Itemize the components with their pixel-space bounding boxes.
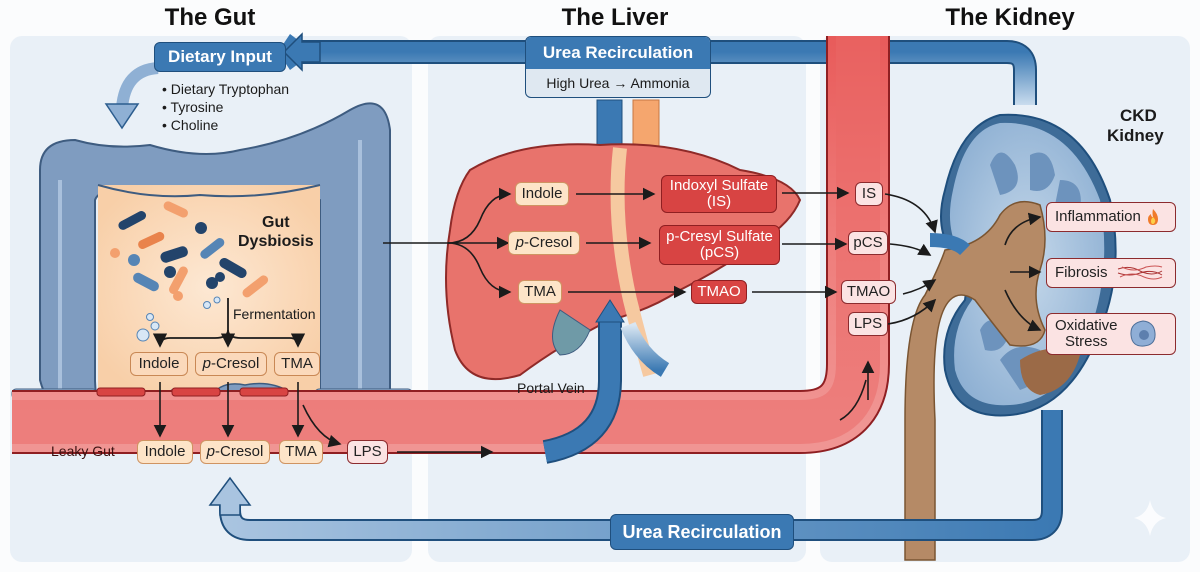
cell-icon — [1130, 320, 1156, 347]
blood-metabolite-p-cresol: p-Cresol — [200, 440, 270, 464]
dietary-arrowhead — [104, 103, 140, 130]
blood-vessel — [12, 36, 890, 454]
gut-metabolite-indole: Indole — [130, 352, 188, 376]
sparkle-icon — [1134, 500, 1166, 536]
urea-recirculation-top: Urea Recirculation High Urea → Ammonia — [525, 36, 711, 98]
liver-product-indoxyl-sulfate: Indoxyl Sulfate(IS) — [661, 175, 777, 213]
blood-metabolite-tma: TMA — [279, 440, 323, 464]
gut-dysbiosis-label-line2: Dysbiosis — [238, 233, 314, 250]
kidney-toxin-pcs: pCS — [848, 231, 888, 255]
liver-product-p-cresyl-sulfate: p-Cresyl Sulfate(pCS) — [659, 225, 780, 265]
leaky-gut-arrows — [153, 382, 494, 459]
fermentation-arrows — [152, 298, 306, 348]
ckd-kidney-label-line1: CKD — [1120, 106, 1157, 125]
ckd-kidney-label-line2: Kidney — [1107, 126, 1164, 145]
effect-inflammation: Inflammation — [1046, 202, 1176, 232]
leaky-gut-label: Leaky Gut — [51, 443, 115, 459]
dietary-item: • Dietary Tryptophan — [162, 81, 290, 97]
gut-title: The Gut — [164, 4, 256, 31]
liver-product-tmao: TMAO — [691, 280, 747, 304]
gut-metabolite-tma: TMA — [274, 352, 320, 376]
portal-vein — [542, 299, 670, 464]
kidney-toxin-is: IS — [855, 182, 883, 206]
urea-recirculation-top-pipe — [278, 32, 1037, 105]
kidney-arrows — [839, 193, 1042, 421]
fibers-icon — [1117, 265, 1162, 280]
blood-toxin-lps: LPS — [347, 440, 388, 464]
dietary-curved-arrow — [116, 62, 159, 109]
gut-dysbiosis-label-line1: Gut — [262, 214, 290, 231]
portal-vein-label: Portal Vein — [517, 380, 585, 396]
fermentation-label: Fermentation — [233, 306, 316, 322]
dietary-item: • Choline — [162, 117, 219, 133]
kidney-toxin-lps: LPS — [848, 312, 888, 336]
dietary-item: • Tyrosine — [162, 99, 224, 115]
blood-metabolite-indole: Indole — [137, 440, 193, 464]
renal-artery — [929, 233, 970, 256]
kidney-title: The Kidney — [945, 4, 1075, 31]
urea-recirculation-top-sublabel: High Urea → Ammonia — [546, 75, 690, 91]
urea-recirculation-bottom-label: Urea Recirculation — [610, 514, 794, 550]
flame-icon — [1147, 209, 1158, 225]
liver-precursor-p-cresol: p-Cresol — [508, 231, 580, 255]
liver-title: The Liver — [561, 4, 669, 31]
urea-recirculation-top-label: Urea Recirculation — [526, 37, 710, 69]
effect-fibrosis: Fibrosis — [1046, 258, 1176, 288]
gut-metabolite-p-cresol: p-Cresol — [195, 352, 267, 376]
liver-precursor-tma: TMA — [518, 280, 562, 304]
liver-precursor-indole: Indole — [515, 182, 569, 206]
kidney-toxin-tmao: TMAO — [841, 280, 896, 304]
liver-arrows — [383, 186, 850, 299]
dietary-input-label: Dietary Input — [154, 42, 286, 72]
